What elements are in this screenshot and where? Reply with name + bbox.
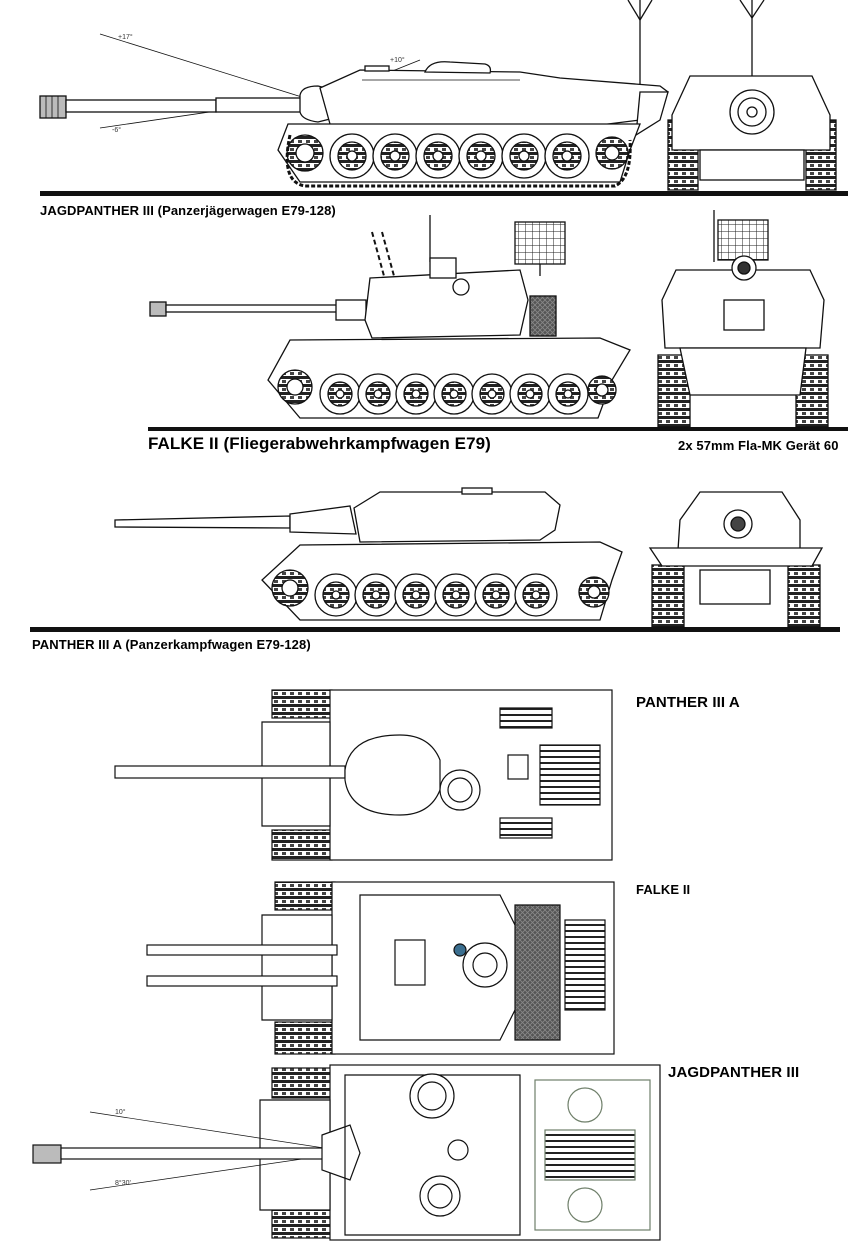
caption-jagdpanther-side: JAGDPANTHER III (Panzerjägerwagen E79-12… xyxy=(40,203,336,218)
panther-front-view xyxy=(648,491,824,628)
label-jagdpanther-top: JAGDPANTHER III xyxy=(668,1064,800,1081)
angle-jagd-mg: +10° xyxy=(390,56,405,64)
caption-panther-side: PANTHER III A (Panzerkampfwagen E79-128) xyxy=(32,637,311,652)
label-falke-top: FALKE II xyxy=(636,882,691,897)
jagdpanther-front-view xyxy=(667,0,837,191)
ground-line-1 xyxy=(40,191,848,196)
angle-jagd-top-left: 10° xyxy=(115,1108,126,1116)
jagdpanther-top-view xyxy=(32,1064,661,1241)
ground-line-3 xyxy=(30,627,840,632)
caption-falke-armament: 2x 57mm Fla-MK Gerät 60 xyxy=(678,438,839,453)
angle-jagd-top-right: 8°30' xyxy=(115,1179,131,1187)
ground-line-2 xyxy=(148,427,848,431)
angle-jagd-elev: +17° xyxy=(118,33,133,41)
angle-jagd-depr: -6° xyxy=(112,126,121,134)
panther-top-view xyxy=(114,689,613,861)
jagdpanther-side-view xyxy=(39,0,669,188)
caption-falke-side: FALKE II (Fliegerabwehrkampfwagen E79) xyxy=(148,434,491,453)
falke-front-view xyxy=(657,210,829,428)
label-panther-top: PANTHER III A xyxy=(636,694,740,711)
falke-top-view xyxy=(146,881,615,1055)
panther-side-view xyxy=(114,487,623,621)
falke-side-view xyxy=(149,215,631,419)
